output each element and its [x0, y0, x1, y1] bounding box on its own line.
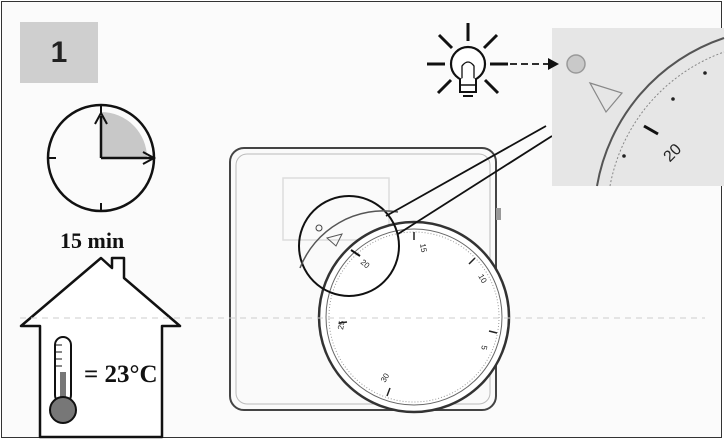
- callout-line-upper: [385, 125, 547, 217]
- zoom-inset: 20: [552, 28, 725, 187]
- thermometer-icon: [49, 336, 77, 424]
- duration-label: 15 min: [60, 228, 125, 253]
- clock-icon: [46, 103, 157, 213]
- dial-label-15: 15: [418, 243, 429, 254]
- dial-label-5: 5: [479, 345, 489, 351]
- callout-line-lower: [397, 135, 553, 235]
- led-indicator-icon: [566, 54, 586, 74]
- pointer-arrow-icon: [510, 58, 559, 70]
- temperature-dial: 15 10 5 25 30: [317, 220, 511, 414]
- house-icon: [19, 256, 182, 439]
- temperature-label: = 23°C: [84, 361, 158, 388]
- lightbulb-icon: [427, 23, 508, 97]
- step-number-badge: 1: [20, 22, 98, 83]
- dial-label-25: 25: [336, 319, 347, 330]
